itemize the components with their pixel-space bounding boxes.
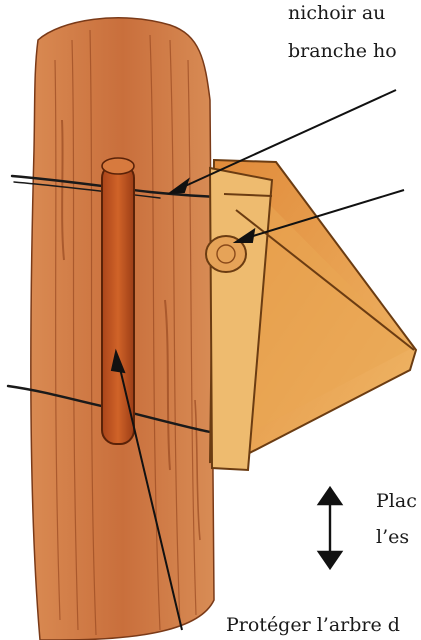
caption-top-line2: branche ho <box>288 40 397 62</box>
caption-bottom: Protéger l’arbre d <box>226 614 400 636</box>
nest-box <box>210 160 416 470</box>
caption-right-line2: l’es <box>376 526 409 548</box>
caption-right-line1: Plac <box>376 490 417 512</box>
protective-stake <box>102 158 134 444</box>
double-arrow-vertical-icon <box>319 488 341 568</box>
caption-top-line1: nichoir au <box>288 2 385 24</box>
